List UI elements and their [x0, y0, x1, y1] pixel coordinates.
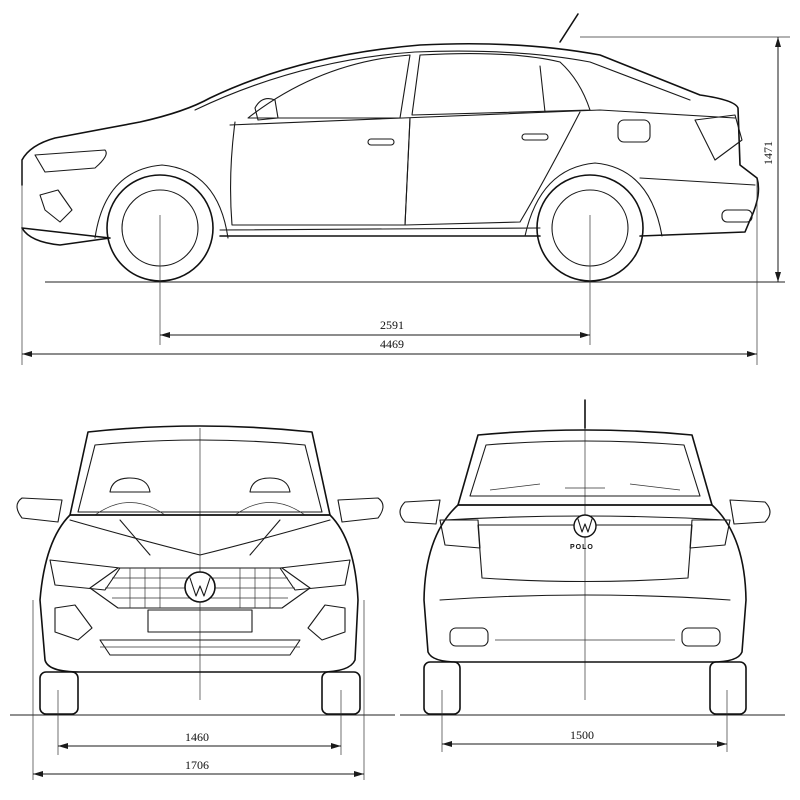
- rear-roof: [457, 429, 713, 506]
- side-exhaust: [721, 209, 753, 223]
- overall-length-value: 4469: [380, 337, 404, 351]
- vw-logo-icon: [573, 514, 597, 538]
- front-lower-intake: [99, 639, 301, 656]
- side-front-door: [229, 117, 411, 226]
- overall-length-dimension: 4469: [22, 337, 757, 357]
- side-rear-door: [404, 111, 581, 226]
- overall-width-dimension: 1706: [33, 758, 364, 777]
- overall-width-value: 1706: [185, 758, 209, 772]
- rear-bumper-line: [439, 594, 731, 601]
- rear-left-mirror: [399, 499, 441, 525]
- side-front-window: [247, 54, 411, 119]
- rear-right-taillight: [689, 519, 731, 549]
- front-left-seat: [109, 477, 151, 493]
- vw-logo-icon: [184, 571, 216, 603]
- rear-right-tire: [709, 661, 747, 715]
- side-front-handle: [367, 138, 395, 146]
- front-roof: [69, 425, 331, 516]
- rear-track-dimension: 1500: [442, 728, 727, 747]
- front-track-value: 1460: [185, 730, 209, 744]
- side-mirror: [254, 98, 279, 121]
- rear-track-value: 1500: [570, 728, 594, 742]
- rear-left-taillight: [439, 519, 481, 549]
- front-left-mirror: [16, 497, 63, 523]
- side-rear-handle: [521, 133, 549, 141]
- rear-right-mirror: [729, 499, 771, 525]
- rear-trunk-lid: [477, 524, 693, 583]
- side-rocker: [219, 227, 541, 231]
- front-body: [39, 514, 359, 673]
- rear-view: POLO 1500: [399, 399, 785, 752]
- wheelbase-value: 2591: [380, 318, 404, 332]
- rear-body: [423, 504, 747, 663]
- front-hood-creases: [119, 519, 281, 556]
- side-rear-arch: [524, 162, 663, 237]
- front-track-dimension: 1460: [58, 730, 341, 749]
- side-rear-window: [411, 53, 591, 116]
- side-view: 2591 4469 1471: [21, 13, 790, 365]
- front-right-wiper: [234, 502, 306, 516]
- front-grille: [89, 567, 311, 609]
- height-value: 1471: [761, 141, 775, 165]
- side-antenna: [559, 13, 579, 43]
- rear-model-badge: POLO: [570, 544, 594, 551]
- rear-window: [469, 440, 701, 497]
- side-beltline: [229, 109, 736, 126]
- side-front-arch: [94, 164, 229, 239]
- front-right-fog-lamp: [307, 604, 346, 641]
- front-right-mirror: [337, 497, 384, 523]
- front-left-fog-lamp: [54, 604, 93, 641]
- side-roofline: [194, 50, 691, 111]
- side-body-outline: [21, 42, 760, 246]
- front-right-seat: [249, 477, 291, 493]
- front-hood-line: [69, 519, 331, 556]
- front-left-tire: [39, 671, 79, 715]
- wheelbase-dimension: 2591: [160, 318, 590, 338]
- side-c-pillar: [539, 65, 546, 113]
- side-fog-light: [39, 189, 73, 223]
- front-windshield: [77, 439, 323, 513]
- front-view: 1460 1706: [10, 425, 395, 780]
- side-taillight: [694, 114, 743, 161]
- rear-left-exhaust: [449, 627, 489, 647]
- side-headlight: [34, 149, 107, 173]
- side-fuel-door: [617, 119, 651, 143]
- front-left-headlight: [49, 559, 121, 591]
- front-right-headlight: [279, 559, 351, 591]
- front-left-wiper: [94, 502, 166, 516]
- front-license-plate: [147, 609, 253, 633]
- rear-right-exhaust: [681, 627, 721, 647]
- side-rear-bumper-line: [639, 177, 756, 186]
- height-dimension: 1471: [761, 37, 781, 282]
- rear-headrests: [489, 483, 681, 491]
